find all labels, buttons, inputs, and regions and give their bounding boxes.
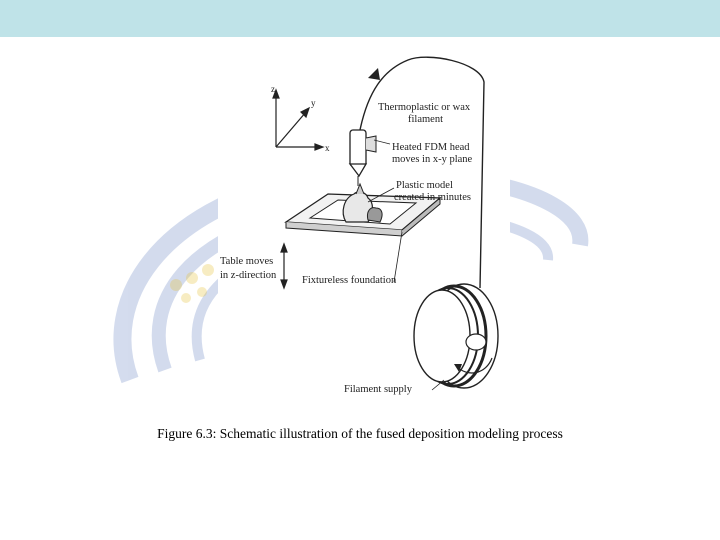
table-label-line1: Table moves (220, 256, 273, 267)
y-axis-line (275, 111, 307, 148)
filament-label-line2: filament (408, 114, 443, 125)
head-label-line2: moves in x-y plane (392, 154, 473, 165)
model-label-line1: Plastic model (396, 180, 453, 191)
header-band (0, 0, 720, 37)
plastic-model (342, 182, 383, 223)
fdm-figure: z y x (218, 52, 510, 402)
figure-caption: Figure 6.3: Schematic illustration of th… (157, 426, 563, 441)
filament-spool (413, 283, 499, 389)
filament-path (359, 56, 485, 289)
leader-lines (367, 139, 445, 391)
z-axis-arrow-icon (272, 88, 280, 99)
filament-label-line1: Thermoplastic or wax (378, 102, 471, 113)
head-label-line1: Heated FDM head (392, 142, 470, 153)
model-label-line2: created in minutes (394, 192, 471, 203)
table-label-line2: in z-direction (220, 270, 277, 281)
fdm-head (348, 129, 377, 186)
y-axis-arrow-icon (299, 106, 311, 119)
filament-direction-arrow-icon (368, 68, 380, 80)
x-axis-label: x (325, 143, 330, 153)
x-axis-arrow-icon (314, 143, 325, 151)
y-axis-label: y (311, 98, 316, 108)
supply-label: Filament supply (344, 384, 413, 395)
foundation-label: Fixtureless foundation (302, 275, 397, 286)
fdm-diagram: z y x (220, 56, 499, 395)
z-axis-label: z (271, 84, 275, 94)
coordinate-axes (272, 88, 325, 151)
table-motion-arrow (280, 242, 288, 290)
